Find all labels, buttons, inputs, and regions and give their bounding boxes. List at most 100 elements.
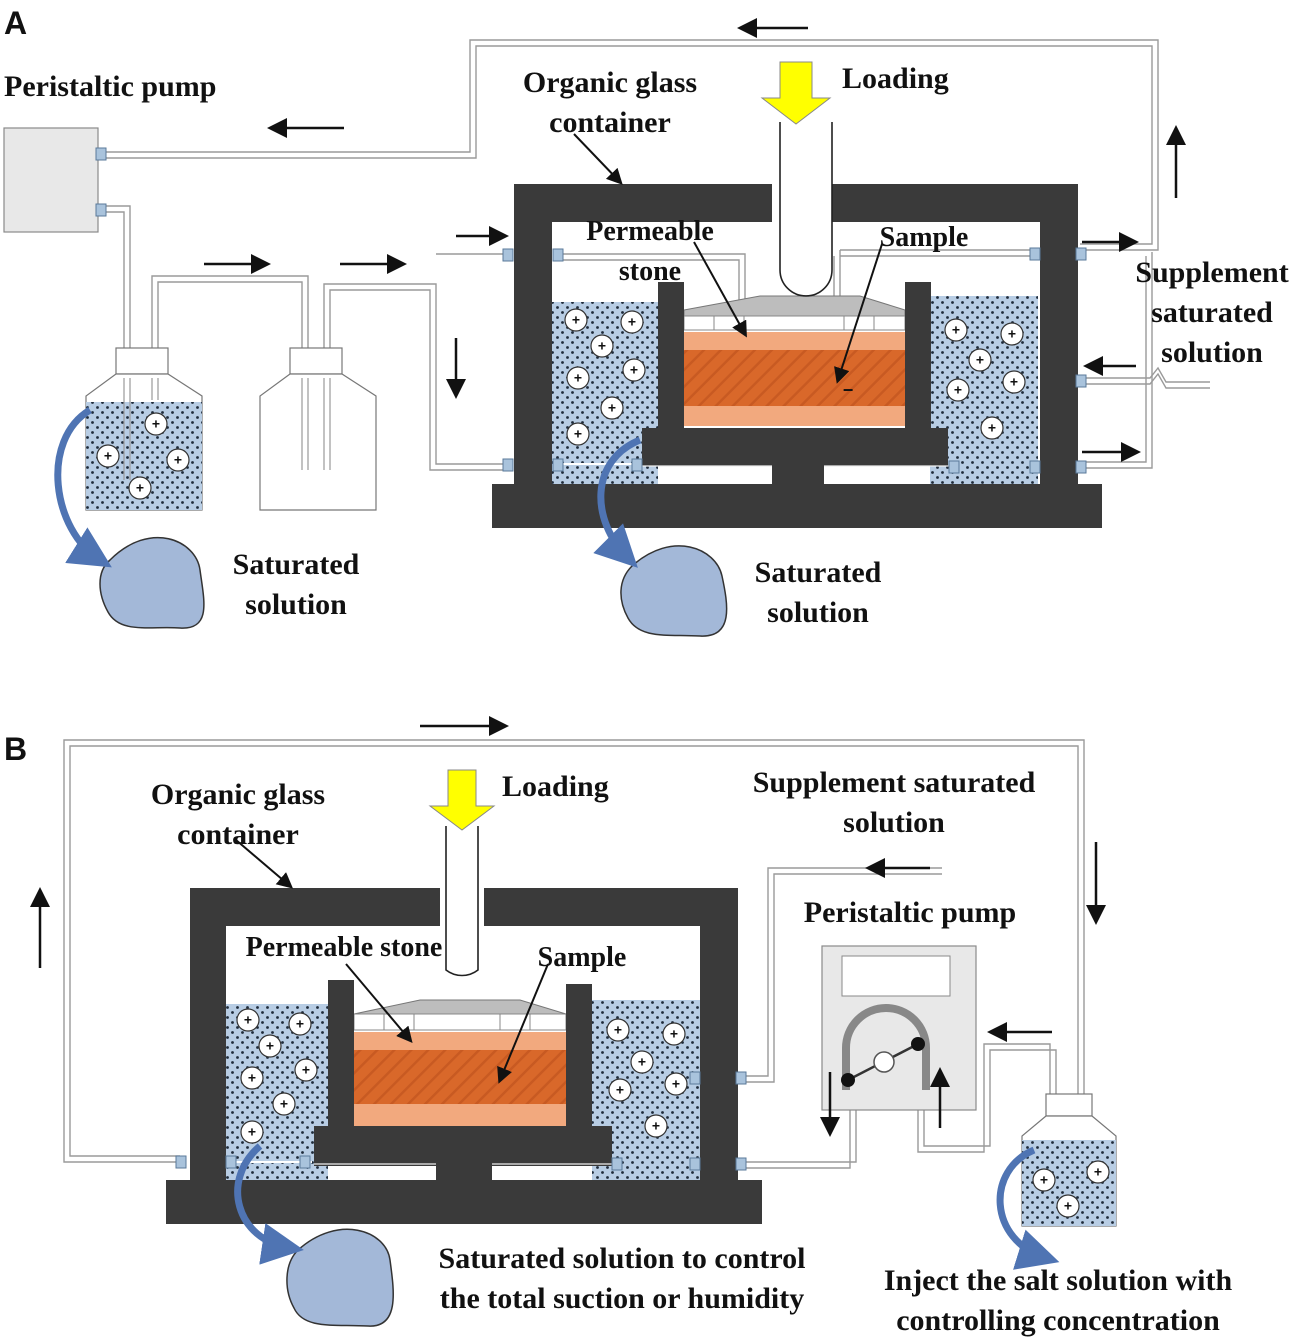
plus-sign: + <box>630 362 638 378</box>
ion-circle <box>566 422 590 446</box>
pedestal-b <box>314 1126 612 1166</box>
panel-b: B <box>4 716 1233 1337</box>
label-b-organic-glass-2: container <box>177 818 299 851</box>
plus-sign: + <box>152 416 160 432</box>
ion-circle <box>1002 370 1026 394</box>
ion-circle <box>144 412 168 436</box>
ion-circle <box>272 1092 296 1116</box>
ion-circle <box>606 1018 630 1042</box>
loading-arrow-b <box>428 769 496 831</box>
plus-sign: + <box>302 1062 310 1078</box>
plus-sign: + <box>608 400 616 416</box>
plus-sign: + <box>136 480 144 496</box>
ion-circle <box>258 1034 282 1058</box>
base-a <box>492 484 1102 528</box>
plus-sign: + <box>574 426 582 442</box>
label-a-saturated-left-1: Saturated <box>233 548 360 581</box>
plus-sign: + <box>952 322 960 338</box>
curve-arrow-a-left <box>54 407 112 568</box>
ion-circle <box>566 366 590 390</box>
label-b-inject-2: controlling concentration <box>896 1304 1220 1337</box>
plus-sign: + <box>954 382 962 398</box>
ion-circle <box>946 378 970 402</box>
curve-arrow-b-right <box>996 1146 1060 1270</box>
label-a-supplement-1: Supplement <box>1135 256 1288 289</box>
ion-circle <box>1056 1194 1080 1218</box>
ion-circle <box>662 1022 686 1046</box>
minus-sign-a: − <box>843 380 854 400</box>
panel-a: A <box>3 5 1289 637</box>
ion-circle <box>240 1120 264 1144</box>
plus-sign: + <box>976 352 984 368</box>
bottle-a-empty <box>259 347 377 511</box>
base-b <box>166 1180 762 1224</box>
plus-sign: + <box>670 1026 678 1042</box>
plus-sign: + <box>266 1038 274 1054</box>
plus-sign: + <box>244 1012 252 1028</box>
ion-circle <box>288 1012 312 1036</box>
reservoir-b-left <box>226 1004 328 1180</box>
plus-sign: + <box>614 1022 622 1038</box>
leader-lines-a <box>573 133 883 384</box>
label-b-organic-glass-1: Organic glass <box>151 778 325 811</box>
loading-piston-b <box>445 826 479 977</box>
ion-circle <box>294 1058 318 1082</box>
ion-circle <box>128 476 152 500</box>
permeable-stone-b-top <box>354 1032 566 1050</box>
plus-sign: + <box>672 1076 680 1092</box>
plus-sign: + <box>1094 1164 1102 1180</box>
cell-b <box>166 769 762 1224</box>
label-a-saturated-mid-2: solution <box>767 596 869 629</box>
frame-a-top-left <box>514 184 772 222</box>
sample-a <box>684 350 905 406</box>
ion-circle <box>564 308 588 332</box>
frame-a-top-right <box>818 184 1078 222</box>
plus-sign: + <box>1010 374 1018 390</box>
label-a-loading: Loading <box>842 62 949 95</box>
panel-a-letter: A <box>4 5 27 41</box>
plus-sign: + <box>280 1096 288 1112</box>
ion-circle <box>1086 1160 1110 1184</box>
label-a-saturated-left-2: solution <box>245 588 347 621</box>
plus-sign: + <box>638 1054 646 1070</box>
solution-blob-a-mid <box>620 545 728 637</box>
pump-a-port-top <box>95 147 107 161</box>
ion-circle <box>240 1066 264 1090</box>
ion-circle <box>980 416 1004 440</box>
frame-a-right-pillar <box>1040 222 1078 484</box>
label-a-permeable-1: Permeable <box>586 216 714 247</box>
ion-circle <box>622 358 646 382</box>
plus-sign: + <box>248 1124 256 1140</box>
ion-circle <box>664 1072 688 1096</box>
label-b-supplement-1: Supplement saturated <box>753 766 1036 799</box>
frame-a-left-pillar <box>514 222 552 484</box>
label-a-sample: Sample <box>880 222 969 253</box>
label-b-permeable: Permeable stone <box>246 932 443 963</box>
ion-circle <box>166 448 190 472</box>
label-a-supplement-2: saturated <box>1151 296 1273 329</box>
flow-arrows-a <box>204 18 1186 462</box>
peristaltic-pump-b <box>821 945 977 1111</box>
ion-circle <box>600 396 624 420</box>
panel-b-tubes <box>63 739 1085 1200</box>
label-b-supplement-2: solution <box>843 806 945 839</box>
plus-sign: + <box>628 314 636 330</box>
label-a-saturated-mid-1: Saturated <box>755 556 882 589</box>
reservoir-a-left <box>552 302 658 484</box>
permeable-stone-a-top <box>684 332 905 350</box>
frame-b-right-pillar <box>700 926 738 1182</box>
plus-sign: + <box>296 1016 304 1032</box>
label-b-saturated-1: Saturated solution to control <box>439 1242 806 1275</box>
label-a-permeable-2: stone <box>619 256 681 287</box>
permeable-stone-b-bottom <box>354 1104 566 1126</box>
label-b-loading: Loading <box>502 770 609 803</box>
plus-sign: + <box>104 448 112 464</box>
ion-circle <box>1032 1168 1056 1192</box>
ion-circle <box>620 310 644 334</box>
label-a-organic-glass-2: container <box>549 106 671 139</box>
label-b-inject-1: Inject the salt solution with <box>884 1264 1233 1297</box>
ion-circle <box>96 444 120 468</box>
panel-b-letter: B <box>4 731 27 767</box>
inner-wall-a-right <box>905 282 931 432</box>
